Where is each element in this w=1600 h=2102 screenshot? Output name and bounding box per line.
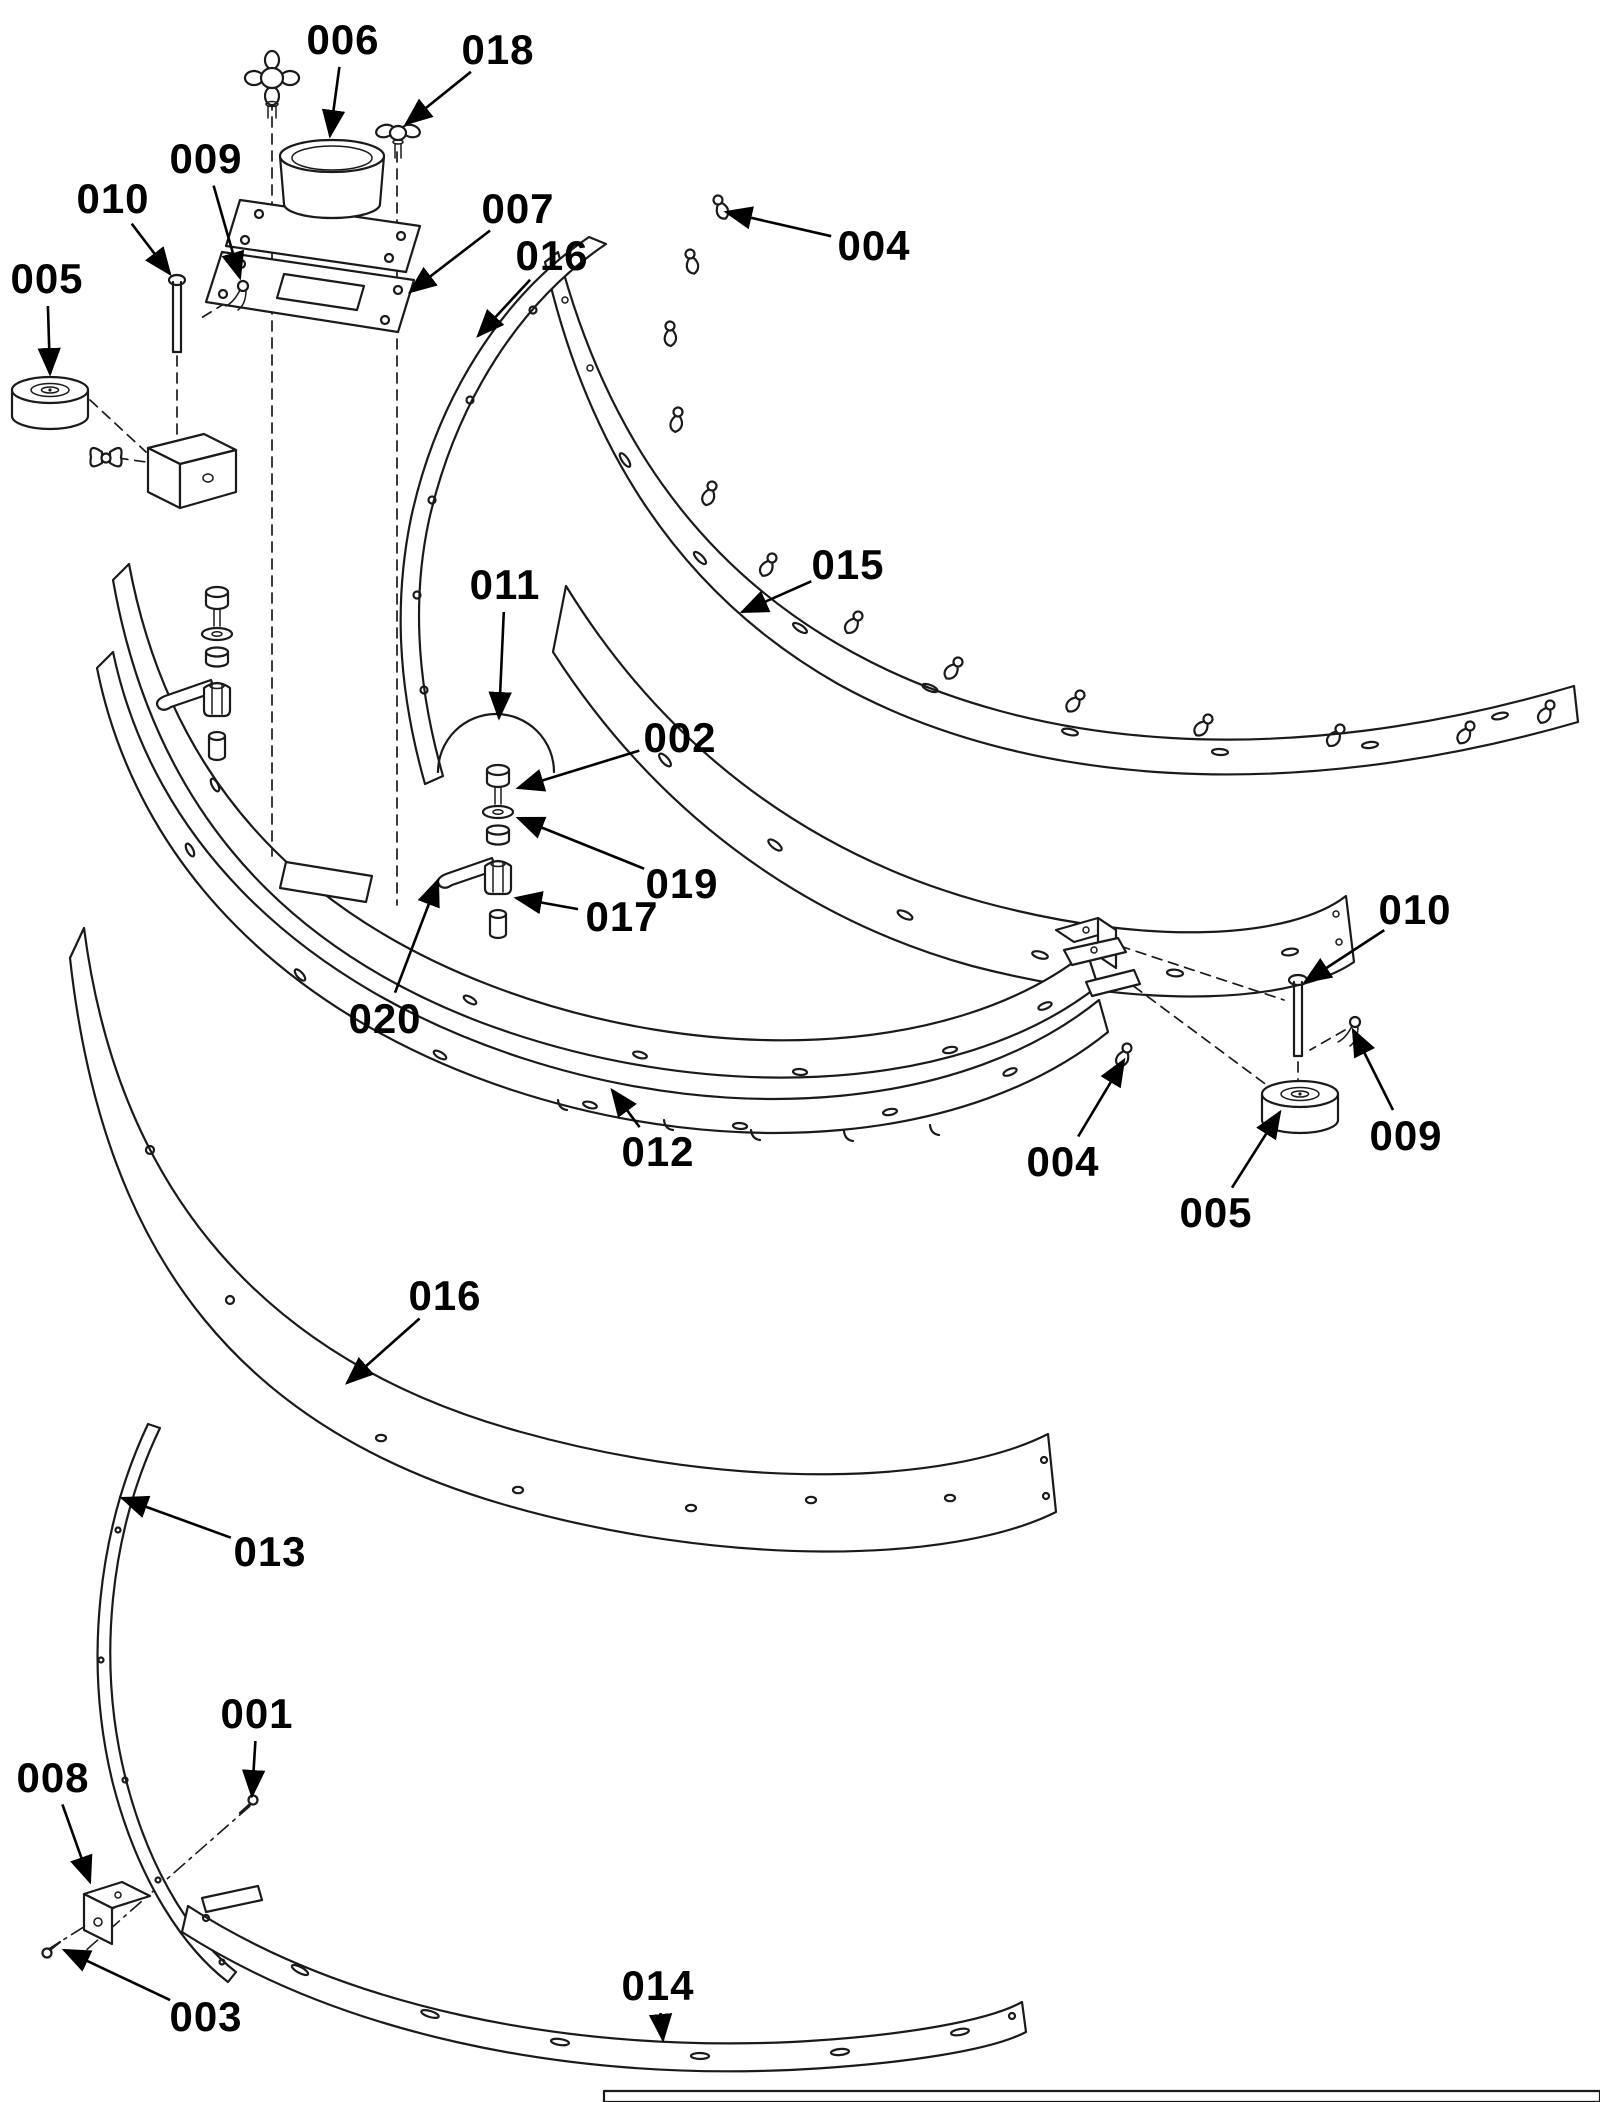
band-016-top [399, 235, 608, 786]
wing-knob-right [375, 123, 421, 159]
part-label-006: 006 [306, 16, 380, 63]
band-inner-wide [551, 584, 1356, 998]
part-label-019: 019 [645, 860, 719, 907]
part-label-004: 004 [837, 222, 911, 269]
band-012-hooks [556, 1098, 941, 1143]
roller-bracket-left [146, 432, 238, 510]
clamp-stack-center [436, 763, 515, 940]
cotter-pin-left [225, 279, 250, 311]
part-label-013: 013 [233, 1528, 307, 1575]
part-label-017: 017 [585, 893, 659, 940]
band-016-lower [68, 926, 1058, 1553]
end-tab-plate [200, 1884, 264, 1914]
part-label-016: 016 [515, 232, 589, 279]
part-label-001: 001 [220, 1690, 294, 1737]
part-label-010: 010 [76, 175, 150, 222]
part-label-008: 008 [16, 1754, 90, 1801]
part-label-016: 016 [408, 1272, 482, 1319]
part-label-009: 009 [169, 135, 243, 182]
part-label-002: 002 [643, 714, 717, 761]
clevis-pin-right [1287, 973, 1309, 1058]
clevis-pin-left [167, 273, 187, 354]
corner-bracket-008 [82, 1880, 152, 1946]
part-label-014: 014 [621, 1962, 695, 2009]
part-label-018: 018 [461, 26, 535, 73]
band-015 [543, 250, 1580, 776]
wing-nut-left [89, 446, 123, 468]
part-label-012: 012 [621, 1128, 695, 1175]
bottom-edge-bar [602, 2089, 1600, 2102]
roller-right [1260, 1079, 1340, 1135]
part-label-005: 005 [1179, 1189, 1253, 1236]
part-label-020: 020 [348, 995, 422, 1042]
roller-left [10, 375, 90, 431]
band-clamp [111, 562, 1100, 1079]
spring-clips-row [662, 192, 1558, 750]
part-label-005: 005 [10, 255, 84, 302]
band-014 [180, 1904, 1028, 2073]
assembly-centerlines [46, 99, 1346, 1953]
swing-arc-011 [436, 712, 556, 774]
part-label-010: 010 [1378, 886, 1452, 933]
part-label-011: 011 [469, 561, 541, 608]
pin-001 [238, 1794, 259, 1815]
part-label-015: 015 [811, 541, 885, 588]
part-label-004: 004 [1026, 1138, 1100, 1185]
clamp-knob-left [243, 49, 301, 119]
hinge-assembly [1054, 916, 1142, 998]
cotter-pin-right [1337, 1015, 1362, 1047]
pin-003 [41, 1940, 62, 1959]
fill-spout [278, 138, 386, 220]
part-label-003: 003 [169, 1993, 243, 2040]
band-012 [95, 650, 1110, 1143]
part-label-009: 009 [1369, 1112, 1443, 1159]
strip-013 [96, 1422, 238, 1984]
mount-plate-lower [204, 250, 416, 334]
part-label-007: 007 [481, 185, 555, 232]
spring-clip-right [1113, 1040, 1135, 1070]
